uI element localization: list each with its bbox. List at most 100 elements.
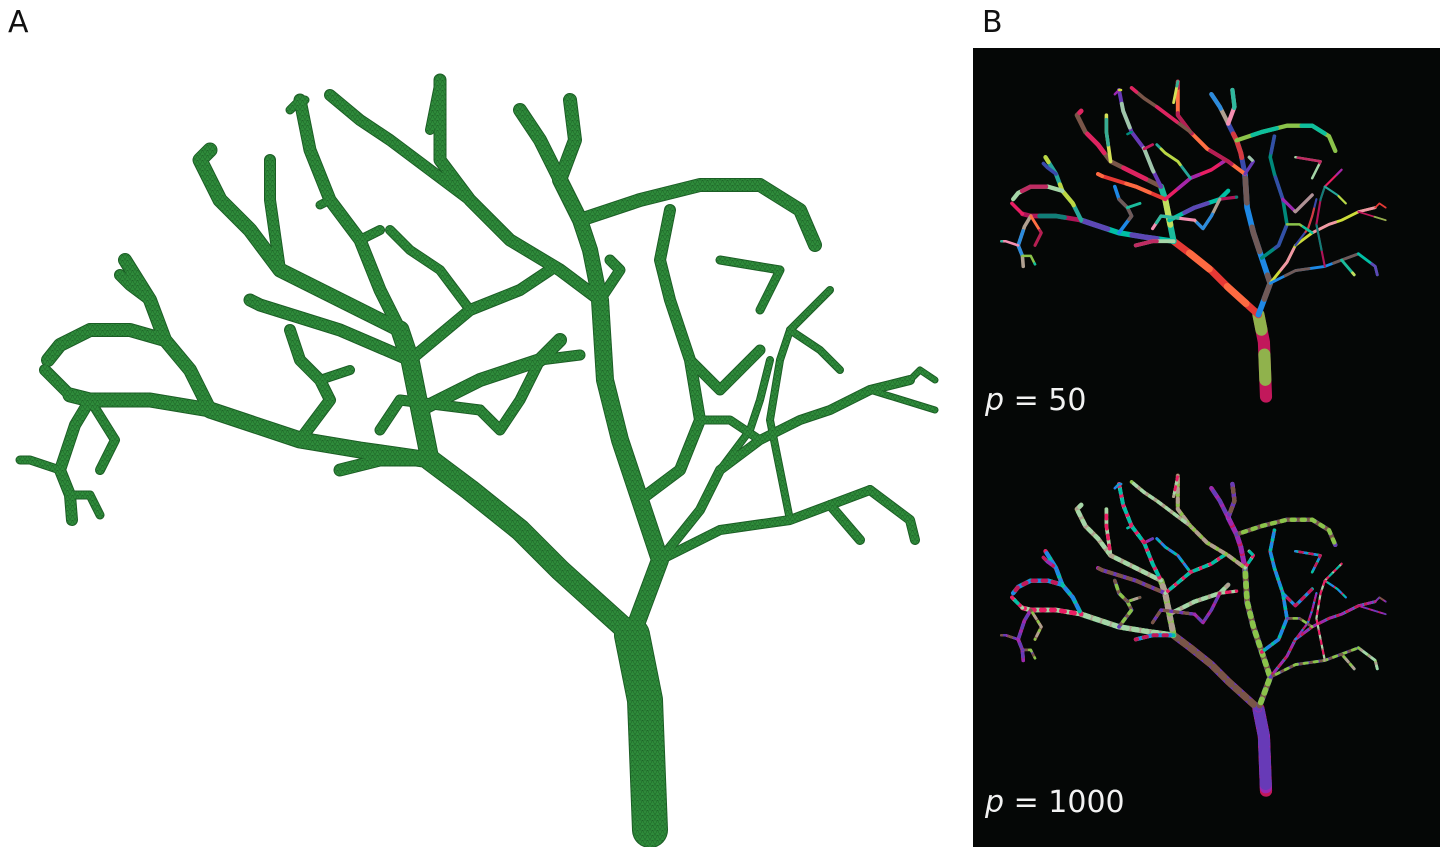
vessel-segment (1281, 193, 1314, 214)
vessel-segment (420, 450, 642, 645)
vessel-segment (1340, 652, 1356, 671)
panel-a-label: A (8, 5, 29, 40)
vessel-segment (1074, 108, 1164, 189)
vessel-segment (1117, 482, 1163, 583)
vessel-segment (434, 74, 606, 306)
vessel-segment (63, 388, 217, 417)
vessel-segment (1011, 578, 1065, 596)
vessel-segment (244, 294, 416, 366)
vessel-segment (42, 324, 171, 366)
vessel-segment (265, 155, 285, 275)
vessel-segment (1374, 202, 1387, 209)
vessel-segment (1252, 308, 1273, 403)
vessel-segment (1163, 159, 1226, 201)
vessel-segment (1021, 254, 1037, 266)
vessel-segment (1260, 134, 1289, 260)
vessel-segment (1356, 252, 1379, 277)
vessel-segment (1150, 214, 1197, 231)
vessel-segment (1226, 87, 1237, 126)
label-p-50: p = 50 (985, 383, 1087, 418)
vessel-segment (1218, 589, 1239, 595)
vessel-segment (1096, 172, 1168, 202)
vessel-segment (1167, 582, 1231, 617)
vessel-segment (316, 366, 354, 384)
vessel-segment (16, 456, 64, 474)
vessel-segment (1374, 596, 1387, 603)
vessel-segment (787, 327, 843, 373)
vessel-segment (426, 76, 444, 134)
vessel-segment (1157, 183, 1177, 245)
vessel-segment (1104, 113, 1113, 164)
vessel-segment (717, 357, 773, 473)
vessel-segment (696, 416, 764, 444)
vessel-segment (554, 94, 581, 186)
vessel-segment (1125, 595, 1142, 604)
vessel-segment (1340, 258, 1356, 277)
vessel-segment (294, 94, 406, 336)
vessel-segment (1150, 608, 1197, 625)
vessel-segment (1129, 86, 1193, 134)
vessel-segment (1294, 198, 1318, 247)
vessel-segment (1243, 549, 1256, 570)
vessel-segment (1096, 566, 1168, 596)
vessel-segment (1209, 486, 1231, 520)
vessel-segment (1252, 702, 1273, 797)
vessel-segment (1163, 553, 1226, 595)
vessel-segment (1167, 582, 1231, 617)
vessel-segment (1172, 80, 1180, 105)
vessel-segment (1074, 502, 1164, 583)
vessel-segment (1041, 555, 1058, 570)
vessel-segment (1020, 211, 1084, 223)
vessel-segment (1323, 579, 1347, 599)
vessel-segment (334, 454, 436, 476)
vessel-segment (1041, 555, 1058, 570)
vessel-segment (1323, 562, 1343, 582)
vessel-segment (1294, 549, 1322, 574)
vessel-segment (1150, 608, 1197, 625)
vessel-segment (1074, 502, 1164, 583)
vessel-segment (1000, 239, 1020, 247)
vessel-segment (1225, 515, 1248, 571)
vessel-segment (907, 367, 938, 383)
vessel-segment (386, 226, 474, 314)
vessel-segment (1142, 537, 1155, 545)
vascular-tree-mesh-figure (15, 73, 939, 847)
vessel-segment (1029, 214, 1043, 247)
vessel-segment (1225, 121, 1248, 177)
vessel-segment (1155, 537, 1192, 574)
vessel-segment (1192, 591, 1222, 625)
vessel-segment (1104, 507, 1113, 558)
vessel-segment (1125, 201, 1142, 210)
vessel-segment (1357, 210, 1387, 222)
vessel-segment (414, 334, 566, 416)
vessel-segment (1268, 206, 1377, 285)
vessel-segment (1010, 201, 1025, 216)
vessel-segment (1041, 161, 1058, 176)
vessel-segment (1126, 130, 1133, 136)
vessel-segment (86, 396, 119, 474)
vessel-segment (1155, 143, 1192, 180)
vessel-segment (1242, 171, 1274, 318)
vessel-segment (1260, 528, 1289, 654)
vessel-segment (325, 90, 475, 205)
vessel-segment (1000, 633, 1020, 641)
vessel-segment (1192, 197, 1222, 231)
vessel-segment (553, 173, 607, 307)
vessel-segment (592, 292, 668, 643)
vessel-segment (1323, 168, 1343, 188)
vessel-segment (1078, 217, 1177, 244)
vessel-segment (356, 226, 384, 244)
vessel-segment (1294, 592, 1318, 641)
vessel-segment (1242, 565, 1274, 712)
vessel-segment (1113, 578, 1134, 629)
vessel-segment (1126, 524, 1133, 530)
vessel-segment (1357, 604, 1387, 616)
vessel-segment (1172, 474, 1180, 499)
vessel-segment (685, 345, 765, 395)
vessel-segment (1234, 517, 1338, 548)
vessel-segment (1074, 502, 1164, 583)
vessel-segment (1209, 92, 1231, 126)
vessel-segment (375, 395, 485, 435)
vessel-segment (1285, 617, 1314, 629)
vessel-segment (1294, 155, 1322, 180)
